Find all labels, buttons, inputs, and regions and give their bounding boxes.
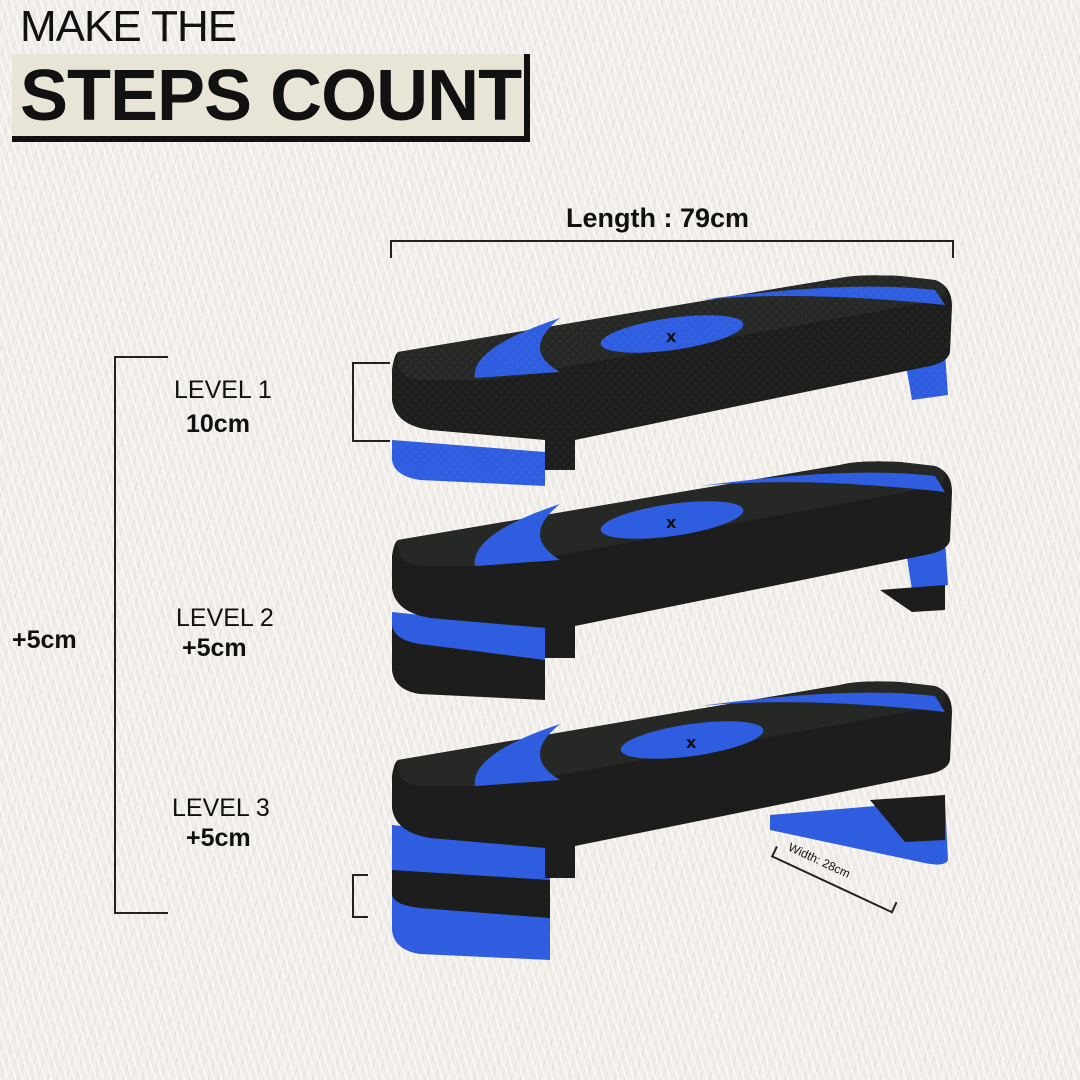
svg-text:x: x — [666, 513, 677, 532]
level-1-value: 10cm — [186, 410, 250, 438]
level-1-label: LEVEL 1 — [174, 376, 272, 404]
svg-text:x: x — [686, 733, 697, 752]
level-2-value: +5cm — [182, 634, 247, 662]
height-range-bracket — [114, 356, 168, 914]
level-2-label: LEVEL 2 — [176, 604, 274, 632]
level-3-label: LEVEL 3 — [172, 794, 270, 822]
headline-main: STEPS COUNT — [20, 56, 522, 136]
level-3-height-bracket — [352, 874, 368, 918]
headline-box — [12, 54, 530, 142]
level-3-value: +5cm — [186, 824, 251, 852]
headline-top: MAKE THE — [20, 2, 237, 51]
length-dimension-line — [390, 240, 954, 258]
length-label: Length : 79cm — [566, 203, 750, 233]
stepper-level-2: x — [392, 461, 952, 700]
total-increment-label: +5cm — [12, 626, 77, 654]
level-1-height-bracket — [352, 362, 390, 442]
stepper-level-1: x — [392, 275, 952, 486]
stepper-level-3: x — [392, 681, 952, 960]
